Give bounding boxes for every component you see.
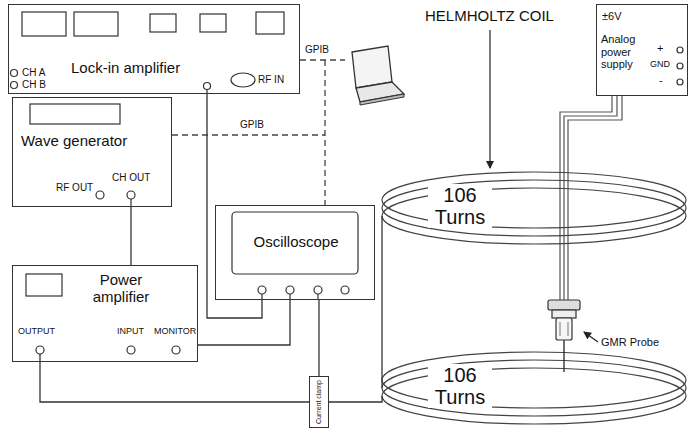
coil-title: HELMHOLTZ COIL — [425, 8, 554, 25]
port — [314, 286, 322, 294]
display-window — [22, 12, 66, 36]
laptop-base — [360, 94, 404, 105]
signal-cable — [318, 300, 319, 376]
panel-button — [200, 14, 226, 32]
port — [96, 191, 104, 199]
port-label: OUTPUT — [18, 327, 55, 337]
instrument-name: Analog power supply — [601, 33, 647, 71]
port — [341, 286, 349, 294]
port-label: INPUT — [117, 327, 144, 337]
port-label: RF OUT — [56, 182, 93, 193]
port-label: MONITOR — [154, 327, 196, 337]
probe-tip — [563, 340, 564, 372]
terminal-label: + — [657, 42, 663, 54]
port-label: CH A — [22, 67, 45, 78]
probe-label: GMR Probe — [601, 336, 659, 348]
laptop-screen — [352, 46, 392, 88]
panel-button — [150, 14, 176, 32]
display-window — [26, 274, 62, 296]
port — [11, 82, 18, 89]
terminal — [677, 47, 683, 53]
gpib-cable — [172, 134, 325, 135]
gpib-cable — [324, 60, 325, 205]
instrument-box: Oscilloscope — [215, 205, 375, 300]
port — [11, 70, 18, 77]
terminal-label: GND — [650, 60, 670, 70]
port — [127, 346, 135, 354]
port — [258, 286, 266, 294]
terminal-label: - — [659, 74, 663, 86]
probe-cap — [548, 300, 580, 310]
supply-wire — [564, 96, 617, 302]
gpib-cable — [300, 59, 345, 60]
port-label: CH B — [22, 79, 46, 90]
turns-label: 106 Turns — [428, 184, 492, 228]
port — [36, 346, 44, 354]
instrument-name: Power amplifier — [71, 271, 171, 306]
port — [204, 83, 211, 90]
port-label: CH OUT — [112, 172, 150, 183]
probe-body — [552, 310, 576, 318]
port — [172, 346, 180, 354]
probe-body — [556, 318, 572, 340]
voltage-rating: ±6V — [602, 10, 622, 23]
terminal — [677, 79, 683, 85]
panel-button — [256, 12, 284, 34]
bus-label: GPIB — [305, 44, 329, 55]
port — [127, 191, 135, 199]
port — [286, 286, 294, 294]
pointer-arrow — [489, 30, 490, 168]
bus-label: GPIB — [240, 119, 264, 130]
supply-wire — [568, 96, 622, 302]
knob — [231, 73, 255, 87]
display-window — [30, 104, 120, 124]
coil-link-wire — [381, 216, 382, 388]
scope-screen — [232, 212, 358, 274]
turns-label: 106 Turns — [428, 364, 492, 408]
probe-detail — [560, 322, 561, 336]
display-window — [74, 12, 118, 36]
clamp-box: Current clamp — [309, 376, 329, 428]
instrument-name: Wave generator — [21, 132, 127, 149]
wire — [130, 199, 131, 207]
pointer-arrow — [584, 332, 598, 342]
instrument-box: Lock-in amplifier — [8, 4, 300, 94]
port-label: RF IN — [258, 74, 284, 85]
signal-cable — [198, 300, 290, 345]
instrument-name: Lock-in amplifier — [71, 59, 180, 76]
instrument-box: Power amplifier — [12, 265, 198, 362]
instrument-box: ±6V Analog power supply — [596, 4, 688, 96]
terminal — [677, 63, 683, 69]
instrument-name: Current clamp — [315, 380, 323, 424]
instrument-name: Oscilloscope — [233, 233, 359, 250]
probe-detail — [568, 322, 569, 336]
signal-cable — [130, 207, 131, 265]
